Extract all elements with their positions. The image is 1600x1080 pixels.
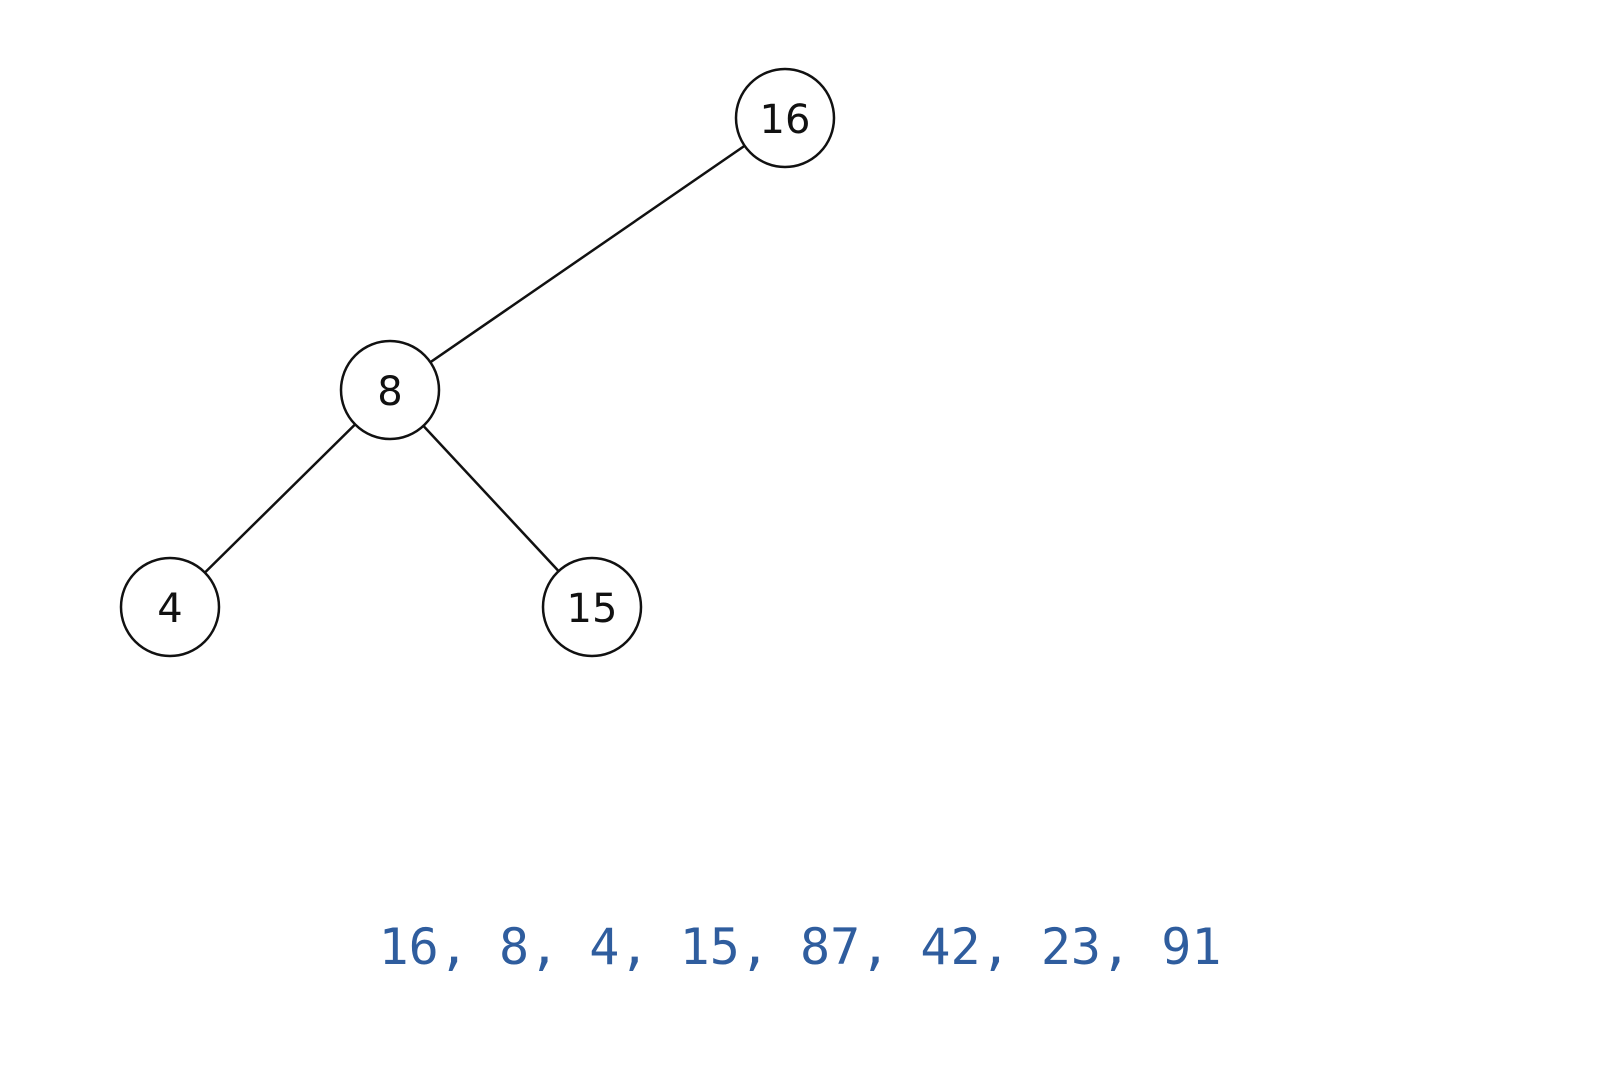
tree-edges [169,116,786,608]
node-circle [734,67,836,169]
node-label: 8 [377,369,402,415]
tree-node-4: 4 [119,556,221,658]
node-circle [339,339,441,441]
node-label: 16 [760,97,811,143]
tree-node-8: 8 [339,339,441,441]
edge-16-8 [389,116,786,392]
node-label: 15 [567,586,618,632]
tree-node-15: 15 [541,556,643,658]
node-circle [119,556,221,658]
node-circle [541,556,643,658]
node-label: 4 [157,586,182,632]
tree-node-16: 16 [734,67,836,169]
insertion-sequence: 16, 8, 4, 15, 87, 42, 23, 91 [378,918,1222,976]
edge-8-4 [169,389,391,608]
